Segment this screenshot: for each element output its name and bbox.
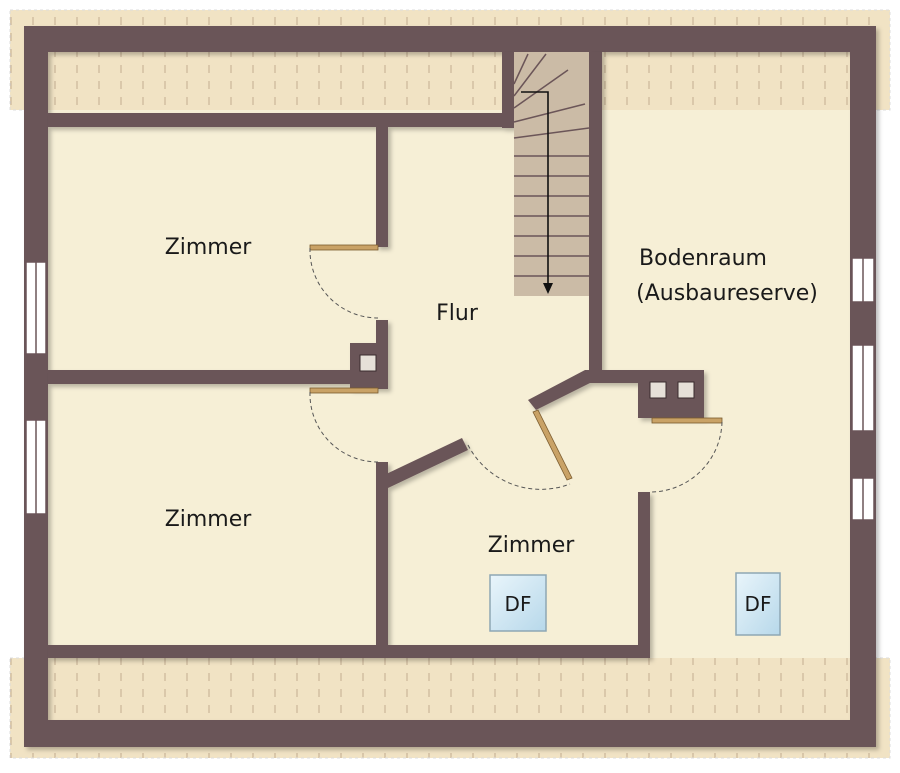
doors[interactable] — [309, 244, 723, 493]
eave-top-inner — [48, 52, 850, 110]
staircase[interactable] — [513, 52, 590, 296]
room-label-ausbaureserve: (Ausbaureserve) — [636, 281, 818, 306]
room-label-bodenraum: Bodenraum — [639, 246, 767, 271]
room-label-zimmer-top-left: Zimmer — [165, 235, 253, 260]
skylight-center: DF — [489, 574, 547, 632]
room-label-zimmer-center: Zimmer — [488, 533, 576, 558]
skylight-center-label: DF — [505, 592, 532, 616]
eave-bottom-inner — [48, 658, 850, 720]
windows — [25, 257, 875, 521]
door-swing-center — [467, 444, 571, 490]
stair-direction-arrow — [521, 91, 549, 290]
skylight-right: DF — [735, 572, 781, 636]
skylight-right-label: DF — [745, 592, 772, 616]
door-zimmer-top-left[interactable] — [309, 244, 379, 251]
chimney-flues — [359, 354, 695, 399]
door-zimmer-center[interactable] — [532, 409, 573, 481]
inner-walls — [48, 52, 704, 658]
door-zimmer-bottom-left[interactable] — [309, 387, 379, 394]
stair-arrow-head — [543, 283, 553, 294]
outer-walls — [24, 26, 876, 747]
room-label-flur: Flur — [436, 301, 479, 326]
room-label-zimmer-bottom-left: Zimmer — [165, 507, 253, 532]
door-bodenraum[interactable] — [651, 417, 723, 424]
